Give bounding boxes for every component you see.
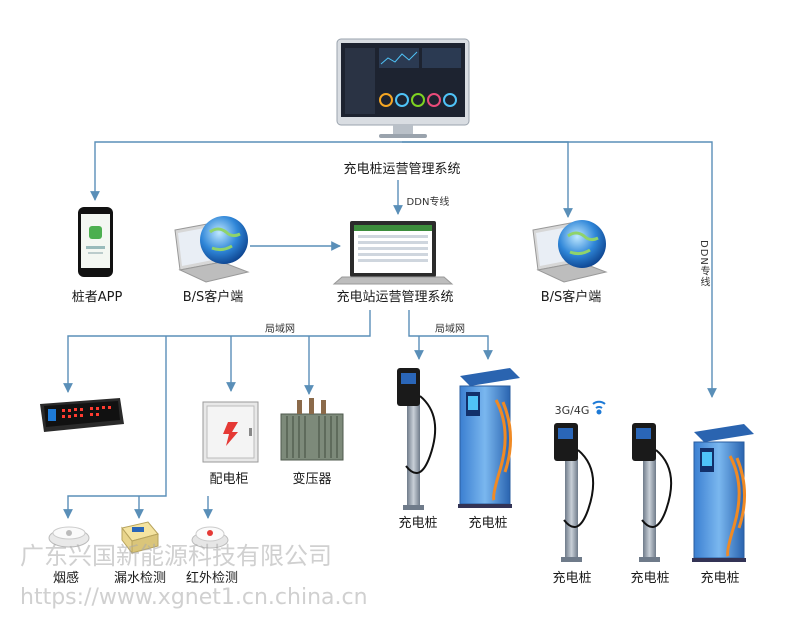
leak-detector-icon (121, 521, 159, 555)
infrared-detector-icon (191, 526, 229, 549)
station-system-label: 充电站运营管理系统 (336, 290, 454, 305)
distribution-cabinet-icon (202, 401, 259, 463)
charging-pile-cabinet-5 (692, 424, 754, 562)
ddn-main-link-label: DDN专线 (406, 197, 450, 208)
wireless-signal-icon (592, 400, 606, 415)
cabinet-label: 配电柜 (209, 472, 249, 487)
charging-pile-cabinet-2 (458, 368, 520, 508)
charging-pile-post-3 (554, 423, 595, 562)
connection-lines (63, 141, 717, 519)
power-meter-icon (40, 398, 124, 432)
lan-left-label: 局域网 (265, 324, 295, 335)
laptop-globe-icon-right (532, 220, 608, 283)
smartphone-icon (78, 207, 113, 277)
transformer-icon (280, 398, 344, 461)
wireless-label: 3G/4G (554, 404, 590, 417)
watermark-url: https://www.xgnet1.cn.china.cn (20, 585, 368, 610)
infrared-label: 红外检测 (185, 571, 239, 586)
smoke-label: 烟感 (52, 571, 80, 586)
charger-label-5: 充电桩 (700, 571, 740, 586)
charging-pile-post-4 (632, 423, 673, 562)
charging-pile-post-1 (397, 368, 437, 510)
bs-right-label: B/S客户端 (540, 290, 602, 305)
laptop-station-icon (332, 221, 454, 285)
charger-label-3: 充电桩 (552, 571, 592, 586)
cloud-system-label: 充电桩运营管理系统 (343, 162, 461, 177)
watermark-company: 广东兴国新能源科技有限公司 (20, 542, 332, 570)
link-lan-sensors-trunk (63, 336, 167, 519)
transformer-label: 变压器 (292, 472, 332, 487)
link-cloud-to-ddn-side (402, 141, 717, 398)
ddn-side-link-label: DDN专线 (698, 240, 709, 288)
charger-label-2: 充电桩 (468, 516, 508, 531)
link-lan-left-trunk (63, 310, 371, 393)
smoke-detector-icon (48, 526, 90, 548)
leak-label: 漏水检测 (113, 571, 167, 586)
bs-left-label: B/S客户端 (182, 290, 244, 305)
monitor-icon (336, 38, 470, 138)
app-label: 桩者APP (71, 290, 123, 305)
lan-right-label: 局域网 (435, 324, 465, 335)
link-lan-right-trunk (408, 310, 493, 360)
link-cloud-to-app (90, 141, 402, 201)
charger-label-1: 充电桩 (398, 516, 438, 531)
charger-label-4: 充电桩 (630, 571, 670, 586)
laptop-globe-icon-left (174, 216, 250, 283)
